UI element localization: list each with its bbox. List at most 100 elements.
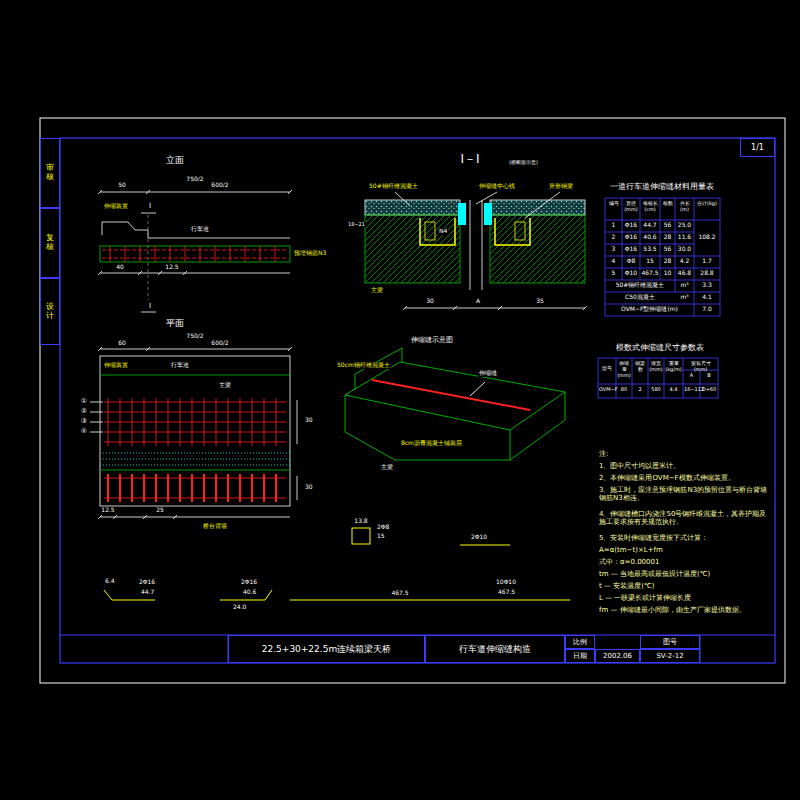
joint-sketch-part <box>345 362 565 430</box>
drawing-label: 每根长(cm) <box>640 201 660 213</box>
plan-view-part <box>108 474 276 502</box>
drawing-label: I <box>148 202 152 210</box>
cell-text: 2002.06 <box>603 652 632 660</box>
drawing-label: 立面 <box>165 155 185 165</box>
drawing-label: 15 <box>376 533 386 540</box>
drawing-label: 缝宽(mm) <box>648 361 664 373</box>
drawing-label: 18~21 <box>347 222 366 228</box>
drawing-label: 2Φ16 <box>138 579 156 586</box>
drawing-label: 钢梁数 <box>632 361 648 373</box>
sheet-frame-part <box>40 118 785 683</box>
drawing-label: 2、本伸缩缝采用OVM−F模数式伸缩装置。 <box>598 474 770 482</box>
drawing-label: 750/2 <box>185 176 204 183</box>
drawing-label: 1、图中尺寸均以厘米计。 <box>598 462 770 470</box>
drawing-label: Φ8 <box>626 258 637 265</box>
joint-sketch-part <box>372 380 530 410</box>
plan-view-part <box>100 453 290 465</box>
drawing-label: 35 <box>535 298 545 305</box>
drawing-label: 1.7 <box>701 258 713 265</box>
cross-section-part <box>490 215 585 283</box>
cross-section <box>365 192 587 310</box>
cell-text: 审核 <box>46 164 54 182</box>
drawing-label: 伸缩装置 <box>103 362 129 369</box>
drawing-label: 根数 <box>660 201 675 207</box>
elevation-view-part <box>100 192 290 193</box>
bar-shapes-part <box>290 600 570 601</box>
drawing-label: 6.4 <box>104 578 116 585</box>
drawing-label: 4、伸缩缝槽口内浇注50号钢纤维混凝土，其养护期及施工要求按有关规范执行。 <box>598 510 770 526</box>
drawing-label: (横断面示意) <box>508 160 539 166</box>
drawing-label: ③ <box>80 417 88 425</box>
drawing-label: 108.2 <box>697 234 716 241</box>
drawing-label: 80 <box>616 387 632 393</box>
drawing-label: 模数式伸缩缝尺寸参数表 <box>615 343 705 352</box>
drawing-label: 30 <box>425 298 435 305</box>
title-block-cell: SV-2-12 <box>640 649 700 663</box>
drawing-label: 编号 <box>605 201 622 207</box>
drawing-label: OVM−F <box>598 387 616 393</box>
drawing-label: 750/2 <box>185 333 204 340</box>
drawing-label: 4.1 <box>701 294 713 301</box>
cross-section-part <box>395 192 560 218</box>
drawing-label: 467.5 <box>390 590 409 597</box>
drawing-label: 2 <box>632 387 648 393</box>
cell-text: 图号 <box>663 638 677 646</box>
drawing-label: 行车道 <box>170 362 190 369</box>
drawing-label: 直径(mm) <box>622 201 640 213</box>
title-block-cell: 图号 <box>640 635 700 649</box>
title-block-cell: 比例 <box>565 635 595 649</box>
signature-cell: 审核 <box>40 138 60 208</box>
drawing-label: 5、安装时伸缩缝宽度按下式计算： <box>598 534 770 542</box>
table-grid-part <box>616 358 700 398</box>
cell-text: 复核 <box>46 234 54 252</box>
elevation-view-part <box>110 246 275 262</box>
title-block-cell: 日期 <box>565 649 595 663</box>
plan-view-part <box>98 347 292 351</box>
drawing-label: Φ10 <box>624 270 638 277</box>
cell-text: 22.5+30+22.5m连续箱梁天桥 <box>262 644 391 654</box>
plan-view <box>90 347 297 519</box>
drawing-label: ② <box>80 407 88 415</box>
cell-text: 1/1 <box>751 143 764 152</box>
drawing-label: 伸缩缝示意图 <box>410 336 454 344</box>
cross-section-part <box>484 203 492 225</box>
sheet-frame-part <box>60 138 775 663</box>
plan-view-part <box>90 402 103 432</box>
drawing-label: 一道行车道伸缩缝材料用量表 <box>609 182 715 191</box>
elevation-view-part <box>98 190 292 194</box>
plan-view-part <box>100 356 290 506</box>
drawing-label: 600/2 <box>210 182 229 189</box>
drawing-label: 5 <box>611 270 617 277</box>
drawing-label: C50混凝土 <box>624 294 656 301</box>
cross-section-part <box>470 200 482 290</box>
cross-section-part <box>420 218 530 245</box>
bar-shapes <box>104 528 570 600</box>
drawing-label: 467.5 <box>640 270 659 277</box>
drawing-label: 10Φ10 <box>495 579 517 586</box>
drawing-label: A <box>475 298 481 305</box>
drawing-label: 安装尺寸(mm) <box>683 361 718 373</box>
title-block-cell: 22.5+30+22.5m连续箱梁天桥 <box>228 635 425 663</box>
drawing-label: 型号 <box>598 366 616 372</box>
drawing-label: 15 <box>645 258 655 265</box>
drawing-label: fm — 伸缩缝最小间隙，由生产厂家提供数据。 <box>598 606 770 614</box>
drawing-label: I－I <box>459 153 480 167</box>
plan-view-part <box>104 402 286 442</box>
drawing-label: 50#钢纤维混凝土 <box>615 282 666 289</box>
drawing-label: Φ16 <box>624 222 638 229</box>
drawing-label: Φ16 <box>624 246 638 253</box>
drawing-label: 44.7 <box>140 589 155 596</box>
plan-view-part <box>297 476 298 500</box>
drawing-label: 重量(kg/m) <box>664 361 683 373</box>
elevation-view <box>98 190 292 312</box>
drawing-label: 主梁 <box>370 287 384 294</box>
drawing-label: 53.5 <box>642 246 657 253</box>
elevation-view-part <box>98 271 187 275</box>
drawing-label: 10 <box>663 270 673 277</box>
drawing-label: 伸缩装置 <box>103 203 129 210</box>
cross-section-part <box>515 222 525 240</box>
plan-view-part <box>100 349 290 350</box>
drawing-label: 共长(m) <box>675 201 694 213</box>
